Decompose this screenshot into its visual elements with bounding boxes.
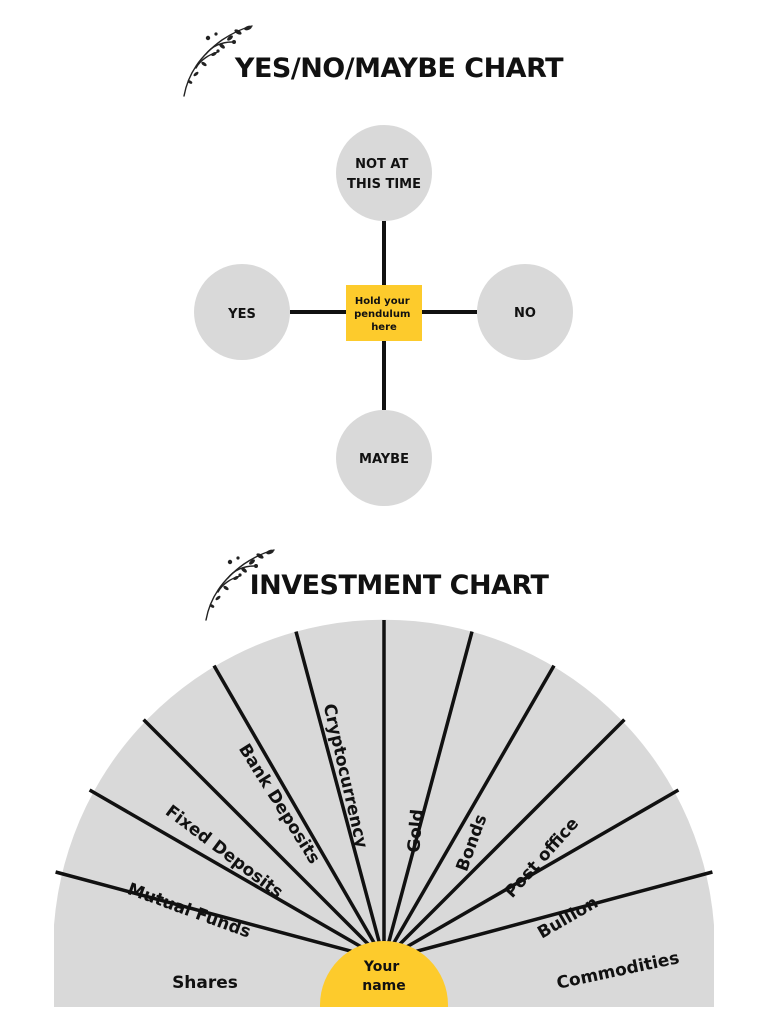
bottom-label: MAYBE	[359, 452, 409, 467]
fan-divider-line	[142, 718, 386, 962]
option-circle-left	[194, 264, 290, 360]
fan-divider-line	[382, 718, 626, 962]
center-pendulum-box	[346, 285, 422, 341]
fan-divider-line	[383, 870, 713, 962]
center-label-line-2: pendulum	[354, 309, 410, 320]
top-label-line-2: THIS TIME	[347, 177, 421, 192]
fan-divider-line	[383, 788, 680, 962]
option-circle-right	[477, 264, 573, 360]
fan-divider-line	[55, 870, 385, 962]
yes-no-chart-title: YES/NO/MAYBE CHART	[234, 53, 564, 84]
center-name-circle	[320, 941, 448, 1007]
fan-divider-line	[294, 631, 386, 961]
leaf-sprig-icon	[205, 549, 275, 621]
your-name-line-2: name	[362, 978, 406, 994]
investment-chart-title: INVESTMENT CHART	[249, 570, 549, 601]
top-label-line-1: NOT AT	[355, 157, 408, 172]
right-label: NO	[514, 306, 536, 321]
option-circle-top	[336, 125, 432, 221]
center-label-line-3: here	[371, 322, 397, 333]
svg-text:NOT AT THIS TIME: NOT AT THIS TIME	[347, 157, 421, 192]
leaf-sprig-icon	[183, 25, 253, 97]
fan-divider-line	[88, 788, 385, 962]
fan-divider-line	[212, 664, 386, 961]
your-name-line-1: Your	[363, 959, 399, 975]
left-label: YES	[227, 307, 256, 322]
option-circle-bottom	[336, 410, 432, 506]
fan-divider-line	[382, 664, 556, 961]
fan-divider-line	[382, 631, 474, 961]
segment-label-shares: Shares	[172, 973, 238, 993]
center-label-line-1: Hold your	[355, 296, 410, 307]
svg-text:Your name: Your name	[362, 959, 406, 994]
segment-label-gold: Gold	[404, 808, 428, 853]
svg-text:Hold your pendulum her: Hold your pendulum here	[354, 296, 414, 333]
